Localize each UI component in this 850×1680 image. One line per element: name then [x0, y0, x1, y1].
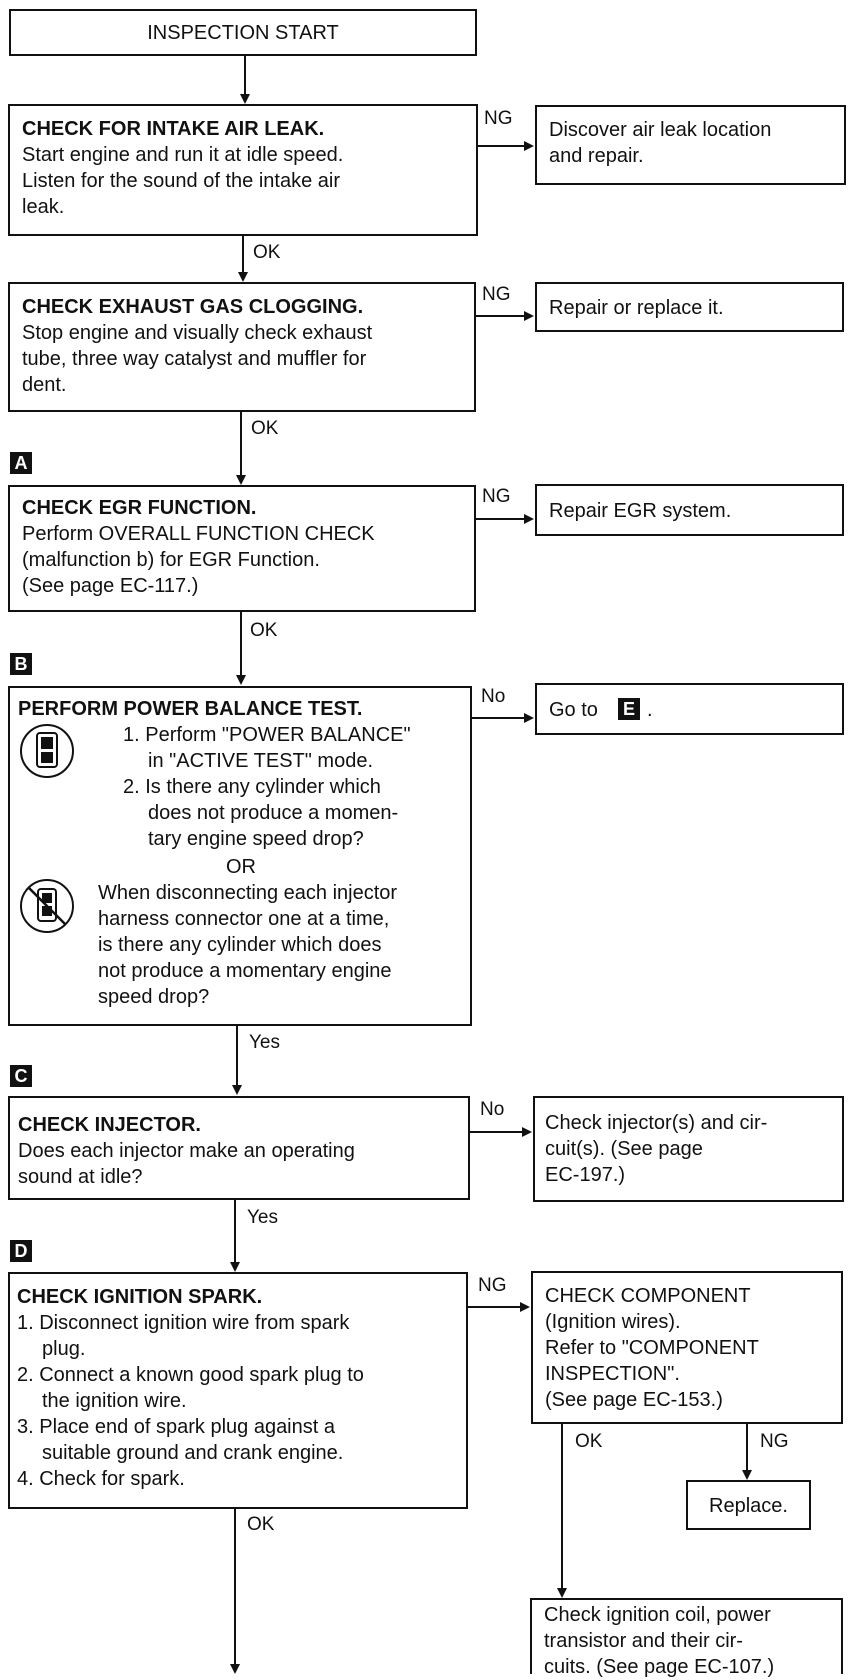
coil-line: cuits. (See page EC-107.)	[544, 1656, 775, 1678]
replace-label: Replace.	[709, 1495, 788, 1517]
ng-label: NG	[482, 284, 511, 305]
step-title: CHECK FOR INTAKE AIR LEAK.	[22, 118, 325, 140]
step-line: (malfunction b) for EGR Function.	[22, 549, 320, 571]
result-line: Discover air leak location	[549, 119, 772, 141]
start-box: INSPECTION START	[9, 9, 477, 56]
result-exhaust: Repair or replace it.	[535, 282, 844, 332]
replace-box: Replace.	[686, 1480, 811, 1530]
result-line: and repair.	[549, 145, 644, 167]
step-line: 1. Disconnect ignition wire from spark	[17, 1312, 350, 1334]
ng-label: NG	[760, 1431, 789, 1452]
yes-label: Yes	[249, 1032, 280, 1053]
no-label: No	[481, 686, 506, 707]
step-line: harness connector one at a time,	[98, 908, 390, 930]
consult-tester-icon	[20, 724, 74, 778]
component-check-box: CHECK COMPONENT (Ignition wires). Refer …	[531, 1271, 843, 1424]
step-line: the ignition wire.	[42, 1390, 187, 1412]
coil-line: Check ignition coil, power	[544, 1604, 771, 1626]
result-line: Go to	[549, 699, 598, 721]
coil-line: transistor and their cir-	[544, 1630, 743, 1652]
step-line: 1. Perform "POWER BALANCE"	[123, 724, 411, 746]
step-check-injector: CHECK INJECTOR. Does each injector make …	[8, 1096, 470, 1200]
step-line: (See page EC-117.)	[22, 575, 199, 597]
step-line: Listen for the sound of the intake air	[22, 170, 340, 192]
step-title: CHECK IGNITION SPARK.	[17, 1286, 263, 1308]
step-line: 3. Place end of spark plug against a	[17, 1416, 335, 1438]
marker-c: C	[10, 1065, 32, 1087]
step-line: Does each injector make an operating	[18, 1140, 355, 1162]
step-intake-air-leak: CHECK FOR INTAKE AIR LEAK. Start engine …	[8, 104, 478, 236]
step-line: tary engine speed drop?	[148, 828, 364, 850]
step-line: plug.	[42, 1338, 86, 1360]
marker-b: B	[10, 653, 32, 675]
step-line: 2. Is there any cylinder which	[123, 776, 381, 798]
step-line: not produce a momentary engine	[98, 960, 392, 982]
step-line: 4. Check for spark.	[17, 1468, 185, 1490]
result-injector: Check injector(s) and cir- cuit(s). (See…	[533, 1096, 844, 1202]
step-line: does not produce a momen-	[148, 802, 399, 824]
step-egr-function: CHECK EGR FUNCTION. Perform OVERALL FUNC…	[8, 485, 476, 612]
result-egr: Repair EGR system.	[535, 484, 844, 536]
step-line: suitable ground and crank engine.	[42, 1442, 344, 1464]
result-power-balance: Go to E .	[535, 683, 844, 735]
step-line: Perform OVERALL FUNCTION CHECK	[22, 523, 375, 545]
component-line: INSPECTION".	[545, 1363, 680, 1385]
step-line: When disconnecting each injector	[98, 882, 398, 904]
step-line: dent.	[22, 374, 67, 396]
step-line: in "ACTIVE TEST" mode.	[148, 750, 374, 772]
yes-label: Yes	[247, 1207, 278, 1228]
ok-label: OK	[247, 1514, 275, 1535]
ok-label: OK	[575, 1431, 603, 1452]
marker-d: D	[10, 1240, 32, 1262]
result-line: cuit(s). (See page	[545, 1138, 703, 1160]
step-line: Stop engine and visually check exhaust	[22, 322, 373, 344]
component-line: CHECK COMPONENT	[545, 1285, 751, 1307]
result-line: Repair EGR system.	[549, 500, 732, 522]
marker-e: E	[618, 698, 640, 720]
step-line: tube, three way catalyst and muffler for	[22, 348, 367, 370]
ok-label: OK	[253, 242, 281, 263]
ok-label: OK	[251, 418, 279, 439]
step-line: leak.	[22, 196, 65, 218]
result-period: .	[647, 699, 653, 721]
ok-label: OK	[250, 620, 278, 641]
no-label: No	[480, 1099, 505, 1120]
step-line: is there any cylinder which does	[98, 934, 382, 956]
result-line: Repair or replace it.	[549, 297, 724, 319]
step-title: CHECK EGR FUNCTION.	[22, 497, 257, 519]
start-label: INSPECTION START	[147, 22, 339, 44]
or-label: OR	[220, 855, 262, 879]
result-line: EC-197.)	[545, 1164, 626, 1186]
step-title: CHECK EXHAUST GAS CLOGGING.	[22, 296, 364, 318]
result-line: Check injector(s) and cir-	[545, 1112, 768, 1134]
step-line: speed drop?	[98, 986, 210, 1008]
step-line: 2. Connect a known good spark plug to	[17, 1364, 364, 1386]
ng-label: NG	[478, 1275, 507, 1296]
marker-a: A	[10, 452, 32, 474]
no-tools-icon	[20, 879, 74, 933]
result-intake-air-leak: Discover air leak location and repair.	[535, 105, 846, 185]
step-line: sound at idle?	[18, 1166, 143, 1188]
step-title: CHECK INJECTOR.	[18, 1114, 201, 1136]
step-exhaust-gas-clogging: CHECK EXHAUST GAS CLOGGING. Stop engine …	[8, 282, 476, 412]
step-title: PERFORM POWER BALANCE TEST.	[18, 698, 363, 720]
component-line: Refer to "COMPONENT	[545, 1337, 759, 1359]
component-line: (See page EC-153.)	[545, 1389, 723, 1411]
coil-check-box: Check ignition coil, power transistor an…	[530, 1598, 843, 1678]
component-line: (Ignition wires).	[545, 1311, 681, 1333]
step-check-ignition-spark: CHECK IGNITION SPARK. 1. Disconnect igni…	[8, 1272, 468, 1509]
ng-label: NG	[484, 108, 513, 129]
ng-label: NG	[482, 486, 511, 507]
step-line: Start engine and run it at idle speed.	[22, 144, 344, 166]
